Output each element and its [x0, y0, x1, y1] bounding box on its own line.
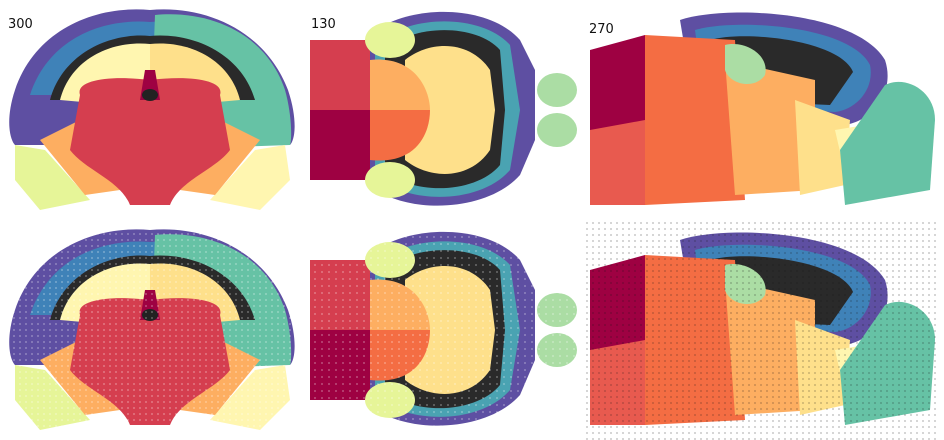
- coronal-slice-panel-top: 300: [0, 0, 300, 220]
- coronal-slice-image: [9, 9, 295, 210]
- horizontal-slice-panel-top: 130: [305, 0, 585, 220]
- sagittal-slice-panel-top: 270: [585, 0, 940, 220]
- sagittal-slice-image: [590, 12, 935, 205]
- sagittal-slice-number-label: 270: [589, 22, 614, 37]
- horizontal-slice-number-label: 130: [311, 17, 336, 32]
- horizontal-slice-panel-bottom: [305, 220, 585, 440]
- sagittal-slice-panel-bottom: [585, 220, 940, 440]
- horizontal-slice-image: [310, 11, 577, 206]
- horizontal-slice-image-sampled: [305, 220, 585, 440]
- coronal-slice-number-label: 300: [8, 17, 33, 32]
- sagittal-slice-image-sampled: [585, 220, 940, 440]
- coronal-slice-image-sampled: [0, 220, 300, 440]
- coronal-slice-panel-bottom: [0, 220, 300, 440]
